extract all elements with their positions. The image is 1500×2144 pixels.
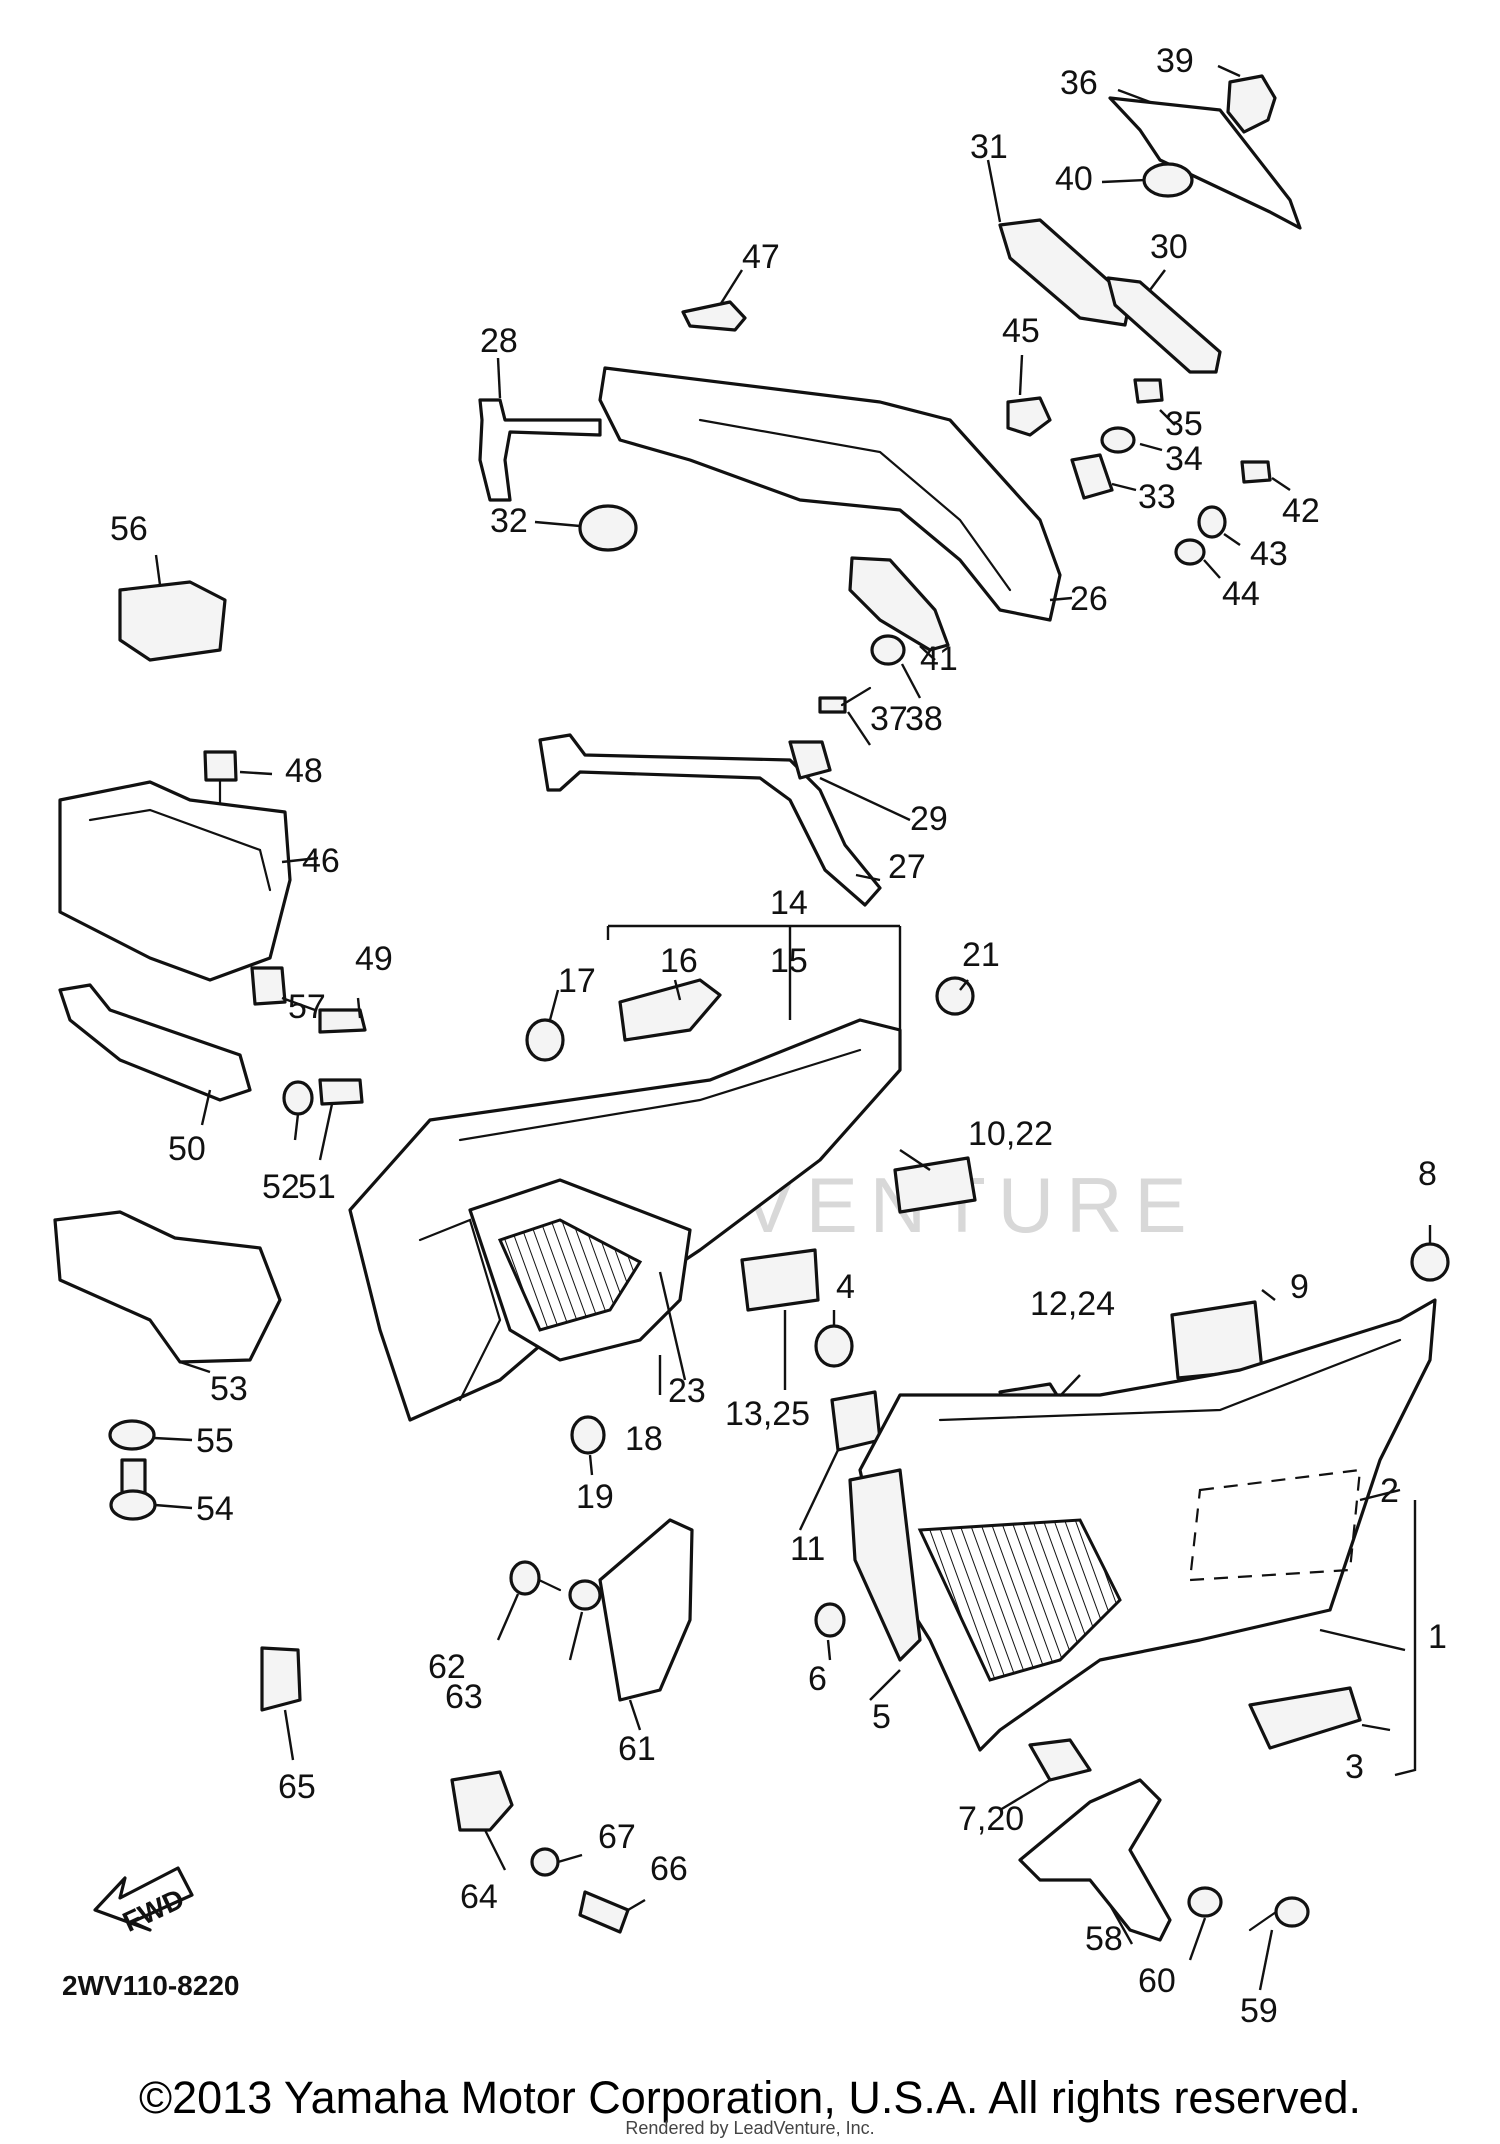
callout-67: 67 [598,1818,636,1856]
callout-23: 23 [668,1372,706,1410]
callout-5: 5 [872,1698,891,1736]
callout-53: 53 [210,1370,248,1408]
callout-56: 56 [110,510,148,548]
callout-39: 39 [1156,42,1194,80]
callout-35: 35 [1165,405,1203,443]
callout-36: 36 [1060,64,1098,102]
callout-65: 65 [278,1768,316,1806]
callout-42: 42 [1282,492,1320,530]
callout-44: 44 [1222,575,1260,613]
callout-40: 40 [1055,160,1093,198]
callout-57: 57 [288,988,326,1026]
callout-66: 66 [650,1850,688,1888]
callout-1: 1 [1428,1618,1447,1656]
callout-64: 64 [460,1878,498,1916]
callout-37: 37 [870,700,908,738]
callout-21: 21 [962,936,1000,974]
callout-12-24: 12,24 [1030,1285,1115,1323]
callout-50: 50 [168,1130,206,1168]
callout-48: 48 [285,752,323,790]
callout-17: 17 [558,962,596,1000]
callout-15: 15 [770,942,808,980]
callout-31: 31 [970,128,1008,166]
callout-7-20: 7,20 [958,1800,1024,1838]
callout-61: 61 [618,1730,656,1768]
callout-6: 6 [808,1660,827,1698]
callout-8: 8 [1418,1155,1437,1193]
callout-33: 33 [1138,478,1176,516]
callout-63: 63 [445,1678,483,1716]
callout-10-22: 10,22 [968,1115,1053,1153]
callout-43: 43 [1250,535,1288,573]
callout-46: 46 [302,842,340,880]
drawing-code: 2WV110-8220 [62,1970,239,2001]
callout-52: 52 [262,1168,300,1206]
callout-11: 11 [790,1530,825,1568]
callout-47: 47 [742,238,780,276]
part-art [53,74,1450,1942]
callout-19: 19 [576,1478,614,1516]
callout-41: 41 [920,640,958,678]
leader-lines [153,64,1432,1991]
callout-59: 59 [1240,1992,1278,2030]
copyright-notice: ©2013 Yamaha Motor Corporation, U.S.A. A… [138,2072,1362,2123]
callout-34: 34 [1165,440,1203,478]
callout-60: 60 [1138,1962,1176,2000]
callout-16: 16 [660,942,698,980]
callout-14: 14 [770,884,808,922]
callout-13-25: 13,25 [725,1395,810,1433]
callout-54: 54 [196,1490,234,1528]
callout-labels: 1234567,208910,221112,2413,2514151617181… [110,42,1447,2030]
callout-55: 55 [196,1422,234,1460]
callout-9: 9 [1290,1268,1309,1306]
callout-32: 32 [490,502,528,540]
callout-49: 49 [355,940,393,978]
renderer-credit: Rendered by LeadVenture, Inc. [625,2118,875,2138]
callout-27: 27 [888,848,926,886]
callout-38: 38 [905,700,943,738]
callout-51: 51 [298,1168,336,1206]
callout-28: 28 [480,322,518,360]
callout-3: 3 [1345,1748,1364,1786]
callout-29: 29 [910,800,948,838]
callout-58: 58 [1085,1920,1123,1958]
callout-30: 30 [1150,228,1188,266]
callout-18: 18 [625,1420,663,1458]
callout-4: 4 [836,1268,855,1306]
callout-45: 45 [1002,312,1040,350]
callout-62: 62 [428,1648,466,1686]
callout-26: 26 [1070,580,1108,618]
callout-2: 2 [1380,1472,1399,1510]
